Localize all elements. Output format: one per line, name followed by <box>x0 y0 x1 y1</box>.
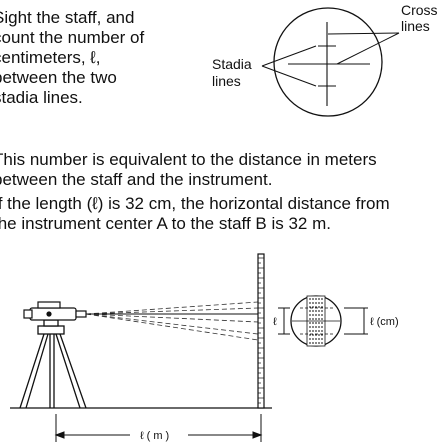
leveling-staff <box>257 253 265 409</box>
stadia-pointer <box>261 65 317 87</box>
stadia-lines-label: Stadia lines <box>212 56 256 89</box>
instruction-line: Sight the staff, and <box>0 8 135 27</box>
staff-gap-bracket <box>278 307 290 335</box>
cross-pointer <box>327 32 400 35</box>
cross-pointer <box>336 32 400 65</box>
reticle-diagram: Cross lines Stadia lines <box>212 2 441 117</box>
distance-dimension <box>54 414 263 442</box>
staff-gap-label: ℓ <box>273 316 277 328</box>
zoom-dimension <box>344 307 368 335</box>
reticle-circle <box>273 7 383 117</box>
instruction-line: between the two <box>0 68 117 87</box>
explanation-line: If the length (ℓ) is 32 cm, the horizont… <box>0 194 390 213</box>
instruction-line: stadia lines. <box>0 88 83 107</box>
explanation-text: This number is equivalent to the distanc… <box>0 150 390 234</box>
setup-diagram: ℓ ℓ (cm) ℓ ( m ) <box>10 253 399 442</box>
level-instrument <box>23 301 87 321</box>
instruction-line: count the number of <box>0 28 145 47</box>
explanation-line: the instrument center A to the staff B i… <box>0 214 331 233</box>
cross-lines-label: Cross lines <box>401 2 441 34</box>
instruction-text: Sight the staff, and count the number of… <box>0 8 144 108</box>
zoom-label: ℓ (cm) <box>370 316 399 328</box>
zoom-staff-markings <box>309 298 323 344</box>
distance-label: ℓ ( m ) <box>140 430 169 442</box>
stadia-pointer <box>261 45 317 67</box>
explanation-line: This number is equivalent to the distanc… <box>0 150 377 169</box>
instruction-line: centimeters, ℓ, <box>0 48 101 67</box>
sight-lines <box>85 301 259 341</box>
explanation-line: between the staff and the instrument. <box>0 170 273 189</box>
tripod <box>19 319 87 409</box>
